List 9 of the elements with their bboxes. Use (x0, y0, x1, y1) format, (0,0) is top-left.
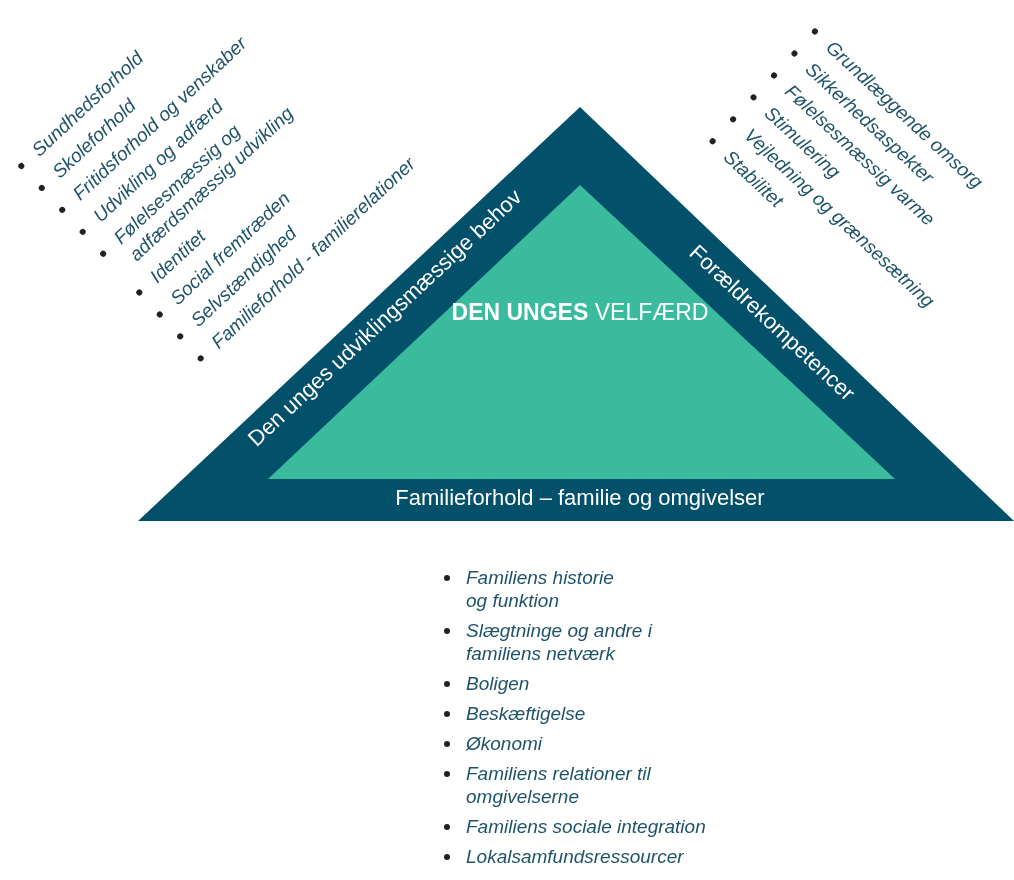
list-item-text: Familiens relationer til omgivelserne (466, 762, 651, 808)
list-item-text: Økonomi (466, 732, 543, 755)
list-item-text: Familiens sociale integration (466, 815, 706, 838)
side-label: Familieforhold – familie og omgivelser (395, 485, 765, 511)
list-item-text: Beskæftigelse (466, 702, 586, 725)
list-item-text: Familiens historie og funktion (466, 566, 615, 612)
list-item-text: Slægtninge og andre i familiens netværk (466, 619, 654, 665)
list-item-text: Lokalsamfundsressourcer (466, 845, 684, 868)
list-item-text: Boligen (466, 672, 530, 695)
